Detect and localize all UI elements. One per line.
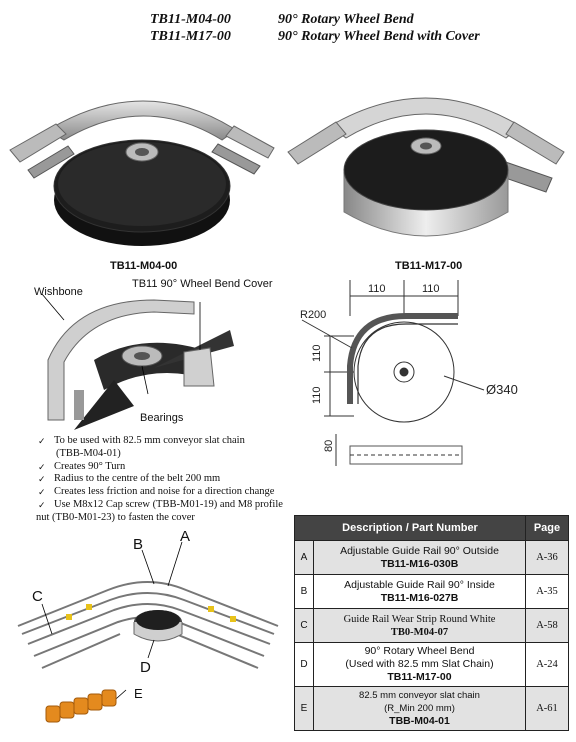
feature-notes: To be used with 82.5 mm conveyor slat ch… <box>36 435 311 525</box>
table-header-row: Description / Part Number Page <box>294 515 569 541</box>
table-header-description: Description / Part Number <box>294 515 526 541</box>
table-row: D 90° Rotary Wheel Bend(Used with 82.5 m… <box>294 642 569 687</box>
dim-r200: R200 <box>300 309 326 321</box>
dim-110-side-lower: 110 <box>311 386 323 404</box>
assembly-illustration <box>17 541 279 723</box>
assembly-letter-e: E <box>134 686 143 701</box>
header-title-2: 90° Rotary Wheel Bend with Cover <box>278 29 480 44</box>
dim-80: 80 <box>323 440 335 452</box>
right-figure-caption: TB11-M17-00 <box>395 260 463 272</box>
header-line-1: TB11-M04-00 90° Rotary Wheel Bend <box>150 11 414 28</box>
assembly-letter-a: A <box>180 528 191 545</box>
wheel-bend-image <box>9 100 275 246</box>
dim-110-side-upper: 110 <box>311 344 323 362</box>
dim-110-top-right: 110 <box>422 283 440 295</box>
label-wishbone: Wishbone <box>34 286 83 298</box>
header-line-2: TB11-M17-00 90° Rotary Wheel Bend with Co… <box>150 28 480 45</box>
label-bearings: Bearings <box>140 412 184 424</box>
note-item: Use M8x12 Cap screw (TBB-M01-19) and M8 … <box>36 499 311 525</box>
wheel-bend-cover-image <box>287 97 565 237</box>
header-code-2: TB11-M17-00 <box>150 29 231 44</box>
note-item: Creates 90° Turn <box>36 461 311 474</box>
parts-table: Description / Part Number Page A Adjusta… <box>294 515 569 731</box>
table-header-page: Page <box>525 515 569 541</box>
dim-diameter: Ø340 <box>486 382 518 397</box>
table-row: E 82.5 mm conveyor slat chain(R_Min 200 … <box>294 686 569 731</box>
assembly-letter-c: C <box>32 588 43 605</box>
header-title-1: 90° Rotary Wheel Bend <box>278 12 414 27</box>
assembly-letter-b: B <box>133 536 144 553</box>
assembly-letter-d: D <box>140 659 151 676</box>
dim-110-top-left: 110 <box>368 283 386 295</box>
note-item: Creates less friction and noise for a di… <box>36 486 311 499</box>
technical-drawing: R200 110 110 110 110 Ø340 80 <box>300 280 518 466</box>
exploded-view-image <box>41 293 234 430</box>
header-code-1: TB11-M04-00 <box>150 12 231 27</box>
label-cover: TB11 90° Wheel Bend Cover <box>132 278 273 290</box>
note-item: To be used with 82.5 mm conveyor slat ch… <box>36 435 311 461</box>
left-figure-caption: TB11-M04-00 <box>110 260 178 272</box>
note-item: Radius to the centre of the belt 200 mm <box>36 473 311 486</box>
